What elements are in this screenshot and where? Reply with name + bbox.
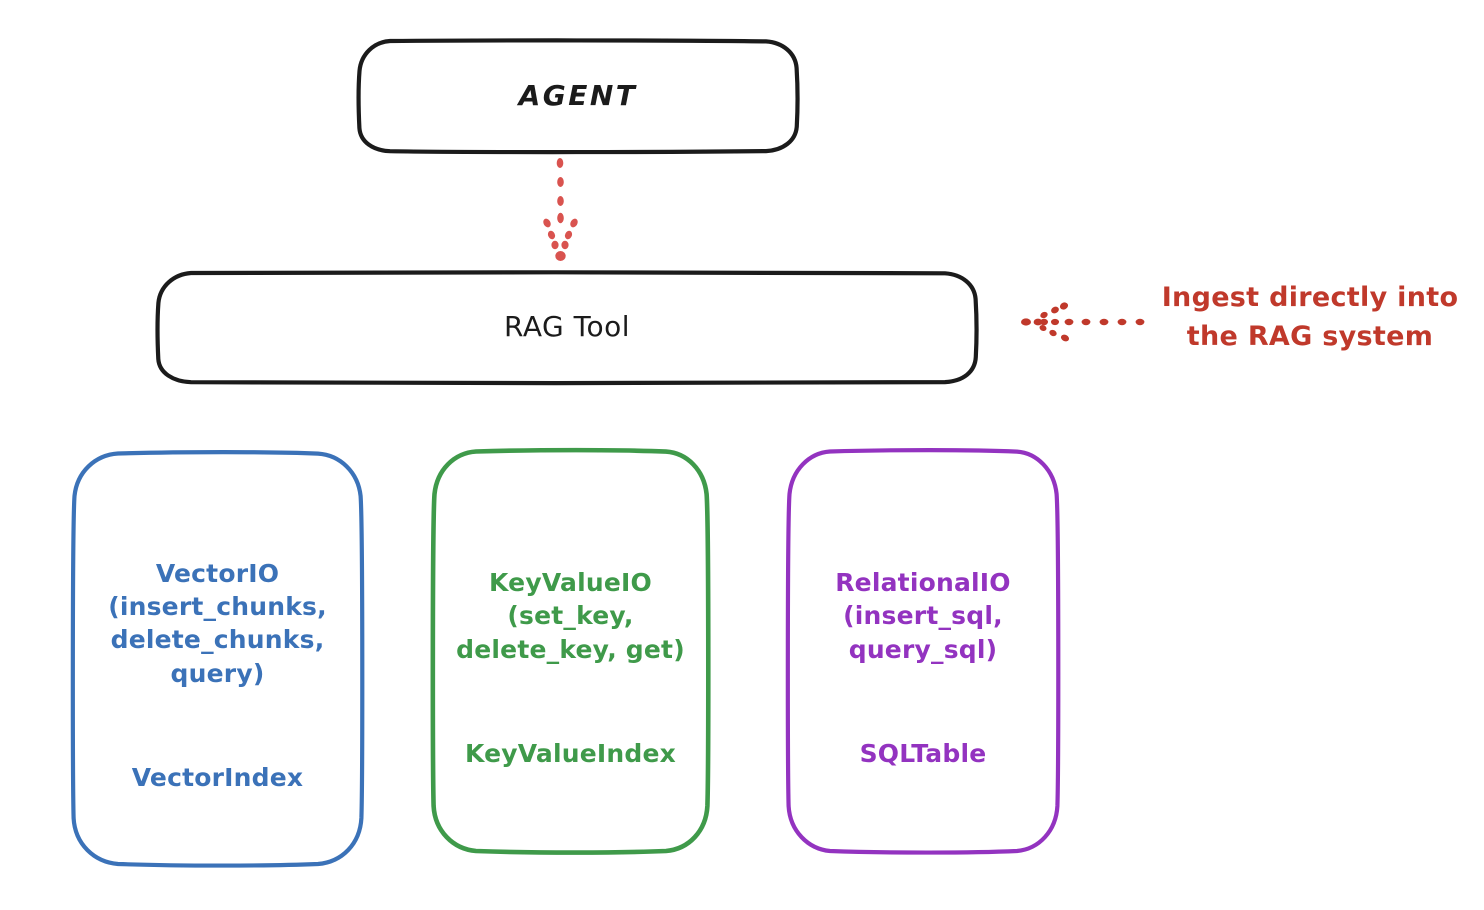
spacer <box>108 690 327 728</box>
edge-agent-to-rag-tool <box>543 158 578 261</box>
node-key-value-io-label: KeyValueIO (set_key, delete_key, get) Ke… <box>456 533 685 771</box>
node-vector-io[interactable]: VectorIO (insert_chunks, delete_chunks, … <box>70 450 365 868</box>
node-vector-io-label: VectorIO (insert_chunks, delete_chunks, … <box>108 524 327 795</box>
node-relational-io-index: SQLTable <box>859 739 987 768</box>
node-rag-tool[interactable]: RAG Tool <box>155 270 979 386</box>
node-agent-label: AGENT <box>518 78 638 112</box>
node-relational-io-api: RelationalIO (insert_sql, query_sql) <box>835 568 1011 664</box>
node-key-value-io-api: KeyValueIO (set_key, delete_key, get) <box>456 568 685 664</box>
node-vector-io-api: VectorIO (insert_chunks, delete_chunks, … <box>108 558 327 688</box>
edge-ingest-to-rag-tool <box>1021 302 1145 342</box>
spacer <box>835 666 1011 704</box>
node-vector-io-index: VectorIndex <box>131 763 304 793</box>
annotation-ingest-directly: Ingest directly into the RAG system <box>1161 282 1459 353</box>
node-rag-tool-label: RAG Tool <box>504 309 630 343</box>
node-agent[interactable]: AGENT <box>356 38 800 155</box>
node-key-value-io[interactable]: KeyValueIO (set_key, delete_key, get) Ke… <box>430 447 711 855</box>
spacer <box>456 666 685 704</box>
node-relational-io[interactable]: RelationalIO (insert_sql, query_sql) SQL… <box>785 448 1061 855</box>
node-relational-io-label: RelationalIO (insert_sql, query_sql) SQL… <box>835 533 1011 771</box>
node-key-value-io-index: KeyValueIndex <box>464 739 677 768</box>
